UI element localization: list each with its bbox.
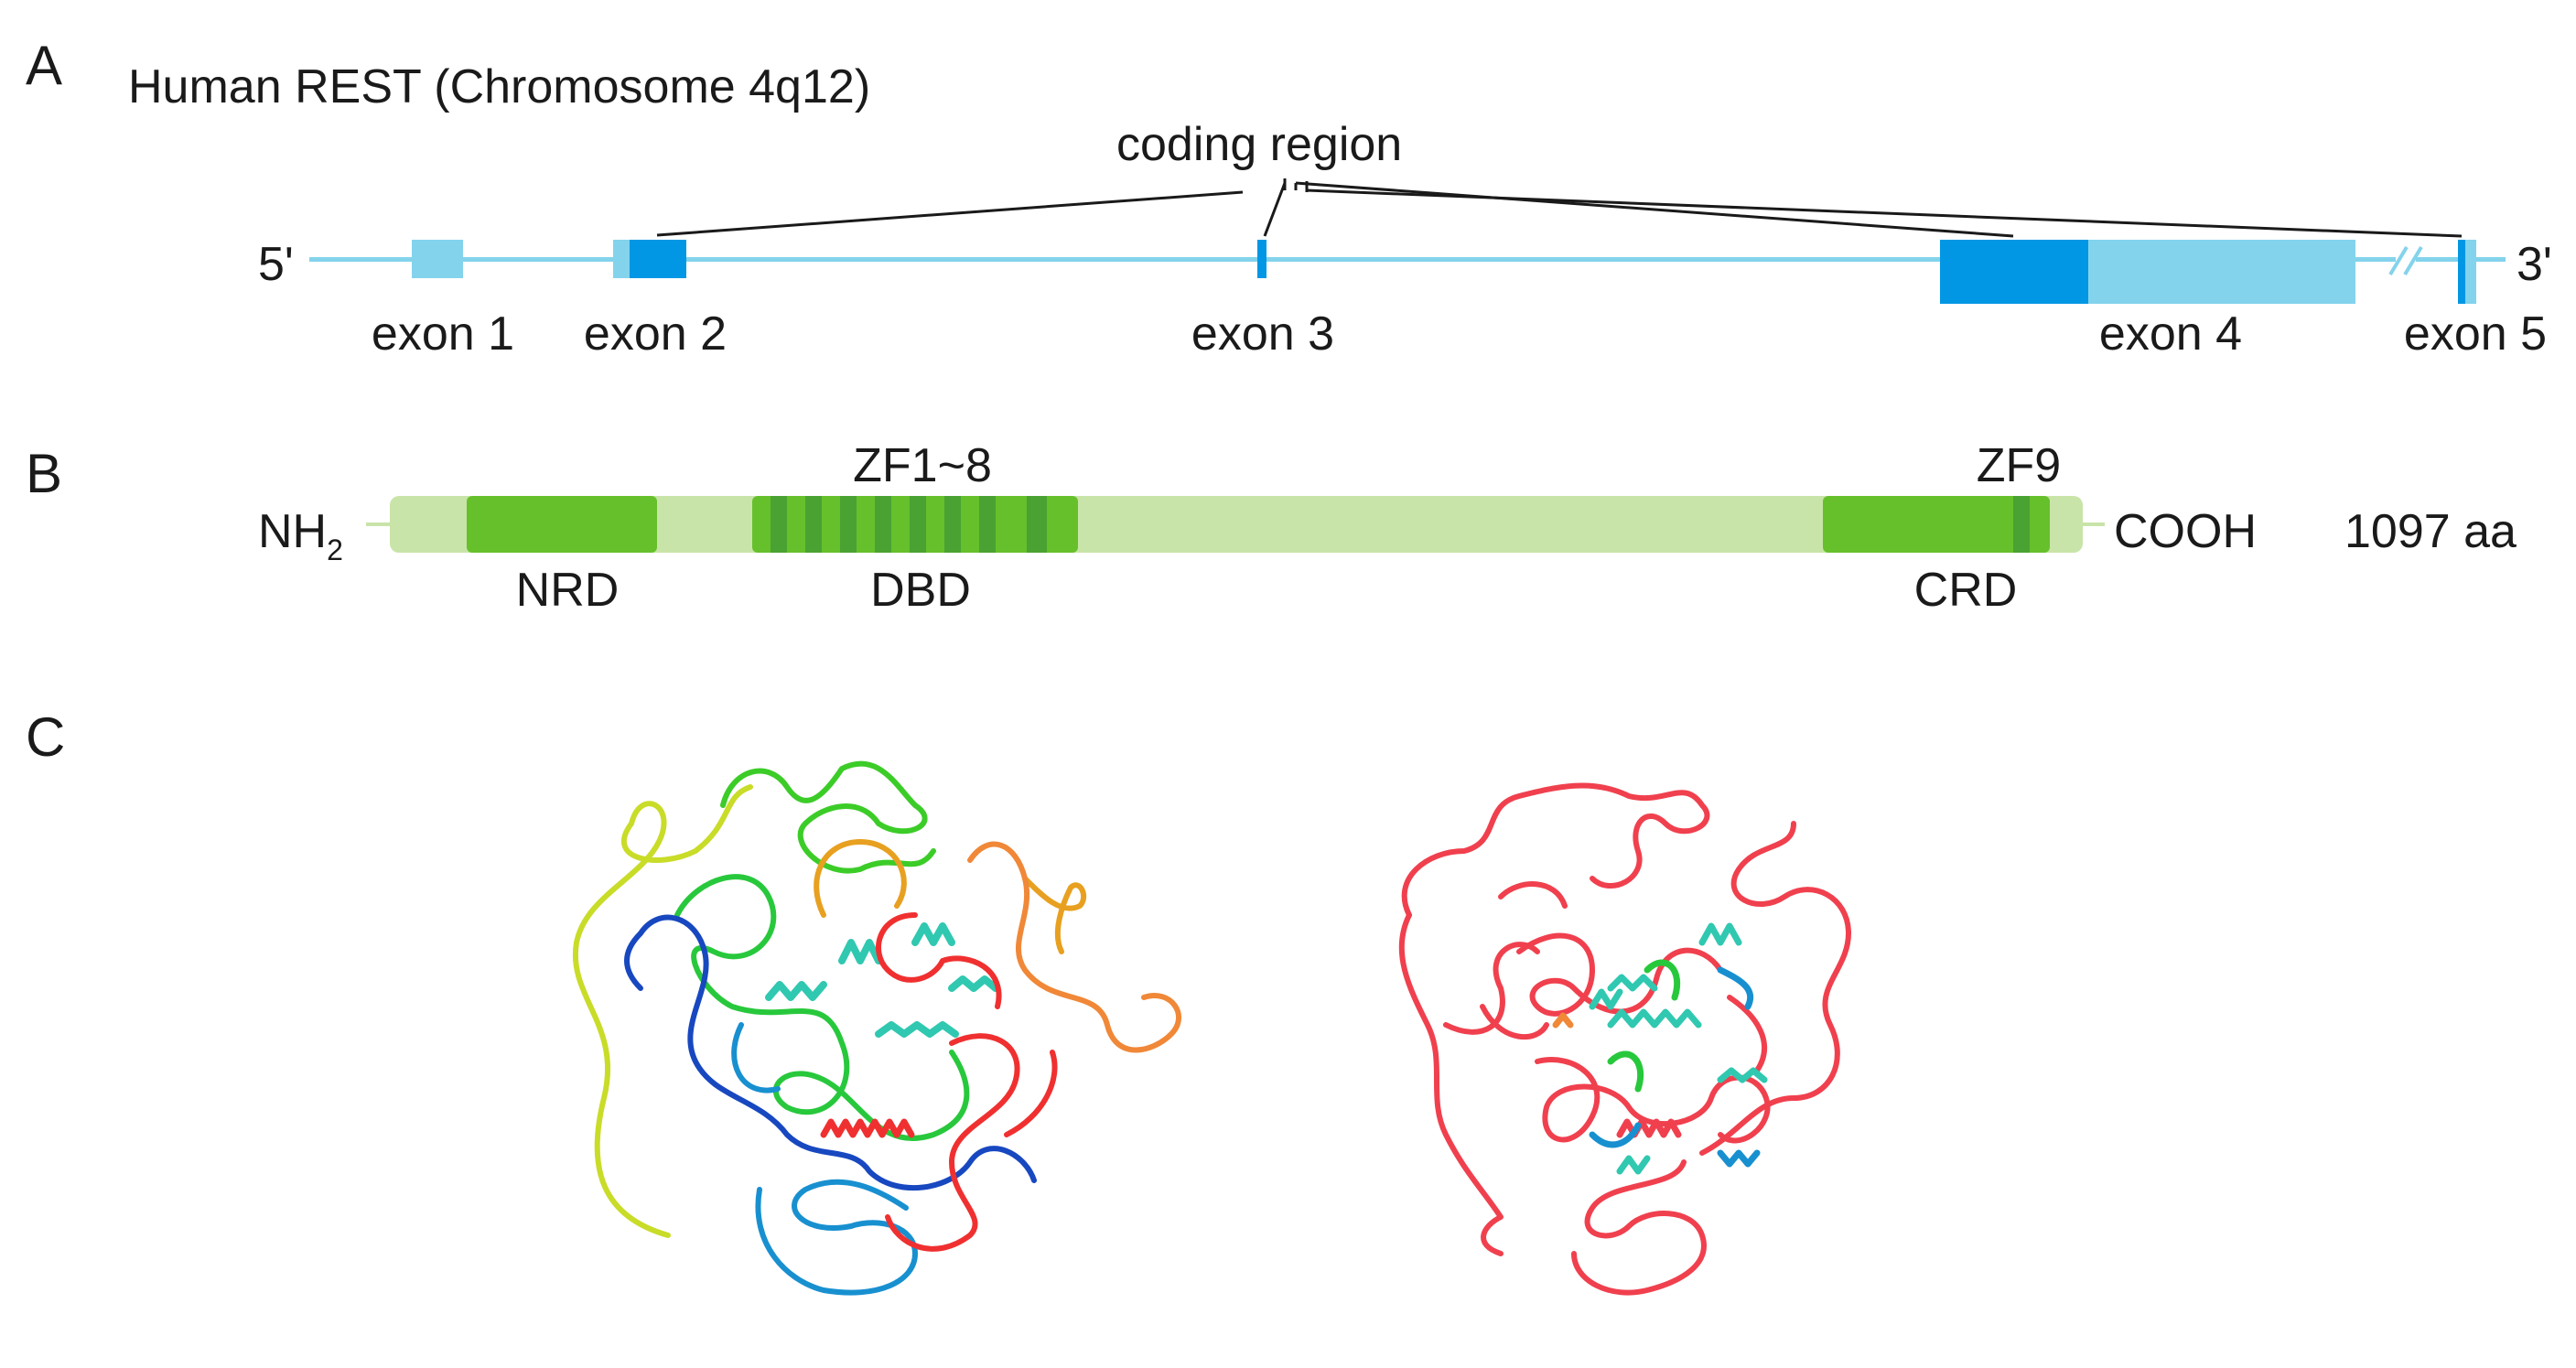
crd-domain <box>1823 496 2050 553</box>
panel-b: B NH2 COOH 1097 aa ZF1~8 ZF9 NRD DBD CRD <box>26 439 2517 617</box>
red-ribbon-outer-right <box>1699 821 1851 1156</box>
exon-1-label: exon 1 <box>372 307 514 361</box>
zf-7 <box>979 496 996 553</box>
three-prime-label: 3' <box>2517 238 2552 291</box>
bracket-line-exon3 <box>1263 178 1287 237</box>
zf-8 <box>1027 496 1047 553</box>
zf-1 <box>771 496 787 553</box>
zf-5 <box>910 496 926 553</box>
ribbon-segment-red <box>876 912 1058 1252</box>
n-terminus-subscript: 2 <box>327 533 343 566</box>
zf-4 <box>875 496 891 553</box>
exon-2-utr <box>613 240 630 278</box>
exon-4-cds <box>1940 240 2088 304</box>
ribbon-segment-yellow <box>572 784 753 1238</box>
structure-red <box>1398 782 1851 1296</box>
bracket-top <box>1283 178 1309 192</box>
bracket-line-exon4 <box>1295 181 2014 238</box>
protein-linker-right <box>2079 522 2105 526</box>
break-slash-2 <box>2403 245 2423 276</box>
exon-5-label: exon 5 <box>2404 307 2547 361</box>
red-ribbon-outer-left <box>1398 912 1540 1256</box>
c-terminus-label: COOH <box>2114 505 2257 558</box>
coding-region-label: coding region <box>1116 118 1402 171</box>
zf1-8-label: ZF1~8 <box>853 439 992 492</box>
panel-b-letter: B <box>26 443 62 504</box>
panel-c-letter: C <box>26 706 65 768</box>
ribbon-segment-cyan <box>765 922 999 1038</box>
zf-2 <box>805 496 822 553</box>
exon-3-label: exon 3 <box>1191 307 1334 361</box>
zf9-label: ZF9 <box>1977 439 2061 492</box>
exon-4-utr <box>2088 240 2355 304</box>
ribbon-segment-green-top <box>720 760 936 874</box>
gene-backbone-line <box>309 257 2506 262</box>
exon-1-utr <box>412 240 463 278</box>
coding-region-bracket <box>656 178 2463 238</box>
ribbon-segment-orange-dark <box>814 839 1087 954</box>
protein-length-label: 1097 aa <box>2344 505 2517 558</box>
panel-c: C <box>26 706 1851 1296</box>
structure-red-highlights <box>1552 922 1768 1175</box>
exon-4-label: exon 4 <box>2099 307 2242 361</box>
highlight-blue <box>1589 966 1761 1168</box>
gene-title: Human REST (Chromosome 4q12) <box>128 60 870 113</box>
ribbon-segment-blue-light <box>731 1022 918 1296</box>
red-ribbon-outer-bottom <box>1571 1159 1707 1296</box>
exon-2-label: exon 2 <box>584 307 727 361</box>
red-ribbon-inner-2 <box>1535 1057 1771 1144</box>
exon-2-cds <box>630 240 686 278</box>
highlight-cyan-2 <box>1589 974 1658 1175</box>
red-ribbon-inner-1 <box>1516 932 1723 1017</box>
nrd-label: NRD <box>516 564 620 617</box>
structure-rainbow <box>572 760 1181 1296</box>
exon-3-cds <box>1257 240 1266 278</box>
zinc-finger-repeats <box>771 496 1047 553</box>
highlight-orange <box>1552 1012 1574 1029</box>
n-terminus-text: NH <box>258 505 327 558</box>
zf-3 <box>840 496 857 553</box>
exon-5-cds <box>2458 240 2465 304</box>
crd-label: CRD <box>1914 564 2018 617</box>
red-ribbon-inner-3 <box>1480 881 1768 1073</box>
dbd-label: DBD <box>870 564 971 617</box>
protein-linker-left <box>366 522 393 526</box>
bracket-line-exon2 <box>656 190 1244 237</box>
zf-9 <box>2013 496 2030 553</box>
ribbon-helix-red <box>820 1118 915 1138</box>
break-symbol <box>2388 245 2423 276</box>
highlight-green <box>1607 959 1681 1093</box>
zf-6 <box>944 496 961 553</box>
panel-a: A Human REST (Chromosome 4q12) coding re… <box>26 35 2552 361</box>
five-prime-label: 5' <box>258 238 294 291</box>
n-terminus-label: NH2 <box>258 505 343 566</box>
ribbon-segment-blue-dark <box>624 914 1037 1191</box>
highlight-cyan-1 <box>1607 922 1768 1083</box>
panel-a-letter: A <box>26 35 62 96</box>
red-ribbon-outer-top <box>1401 782 1710 918</box>
red-helix <box>1616 1118 1682 1138</box>
break-slash-1 <box>2388 245 2409 276</box>
nrd-domain <box>467 496 657 553</box>
bracket-line-exon5 <box>1306 189 2463 238</box>
ribbon-segment-orange <box>967 841 1181 1053</box>
